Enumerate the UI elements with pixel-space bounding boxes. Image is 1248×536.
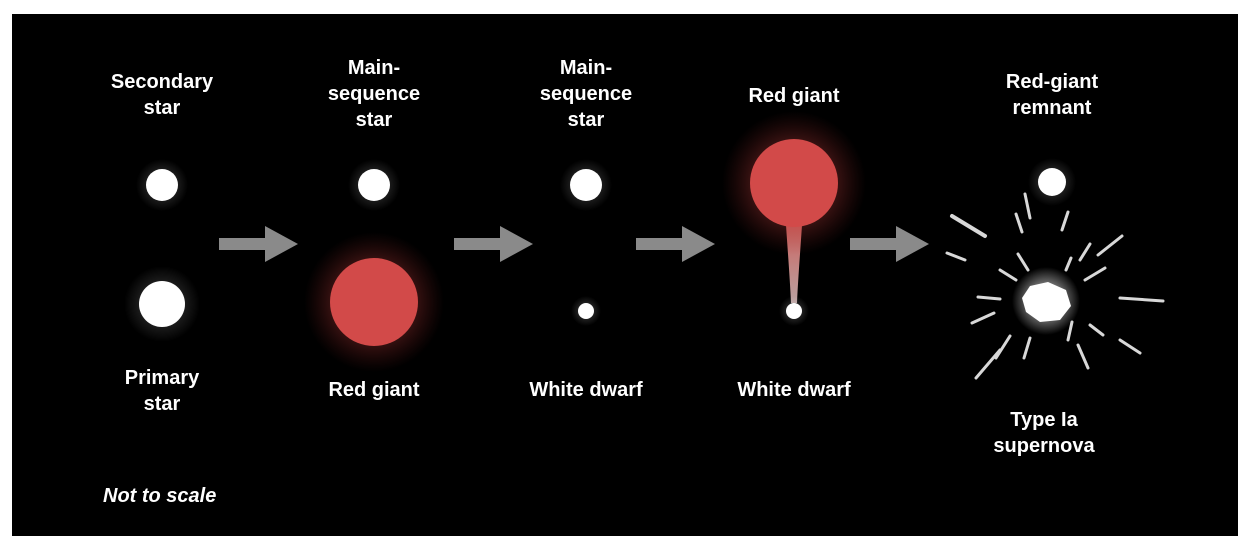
stage-5-top-label: Red-giant remnant: [1005, 71, 1099, 119]
stage-1-bottom-label: Primary star: [124, 367, 200, 415]
stage-2-red-giant: [304, 232, 444, 372]
stage-2-top-label: Main- sequence star: [327, 57, 421, 131]
stage-3-top-label: Main- sequence star: [539, 57, 633, 131]
scale-note: Not to scale: [103, 485, 217, 507]
stage-2-main-sequence-star: [348, 159, 400, 211]
stage-1-secondary-star: [136, 159, 188, 211]
stage-4-top-label: Red giant: [748, 85, 840, 107]
arrow-icon: [850, 226, 929, 262]
arrow-icon: [636, 226, 715, 262]
stage-4-bottom-label: White dwarf: [737, 379, 851, 401]
stage-4-white-dwarf: [779, 296, 809, 326]
stage-4-red-giant: [722, 111, 866, 255]
arrow-icon: [454, 226, 533, 262]
stage-5-supernova: [1012, 267, 1080, 335]
stage-3-main-sequence-star: [560, 159, 612, 211]
stage-1-top-label: Secondary star: [110, 71, 214, 119]
arrow-icon: [219, 226, 298, 262]
stage-3-bottom-label: White dwarf: [529, 379, 643, 401]
stage-3-white-dwarf: [571, 296, 601, 326]
stage-5-red-giant-remnant: [1028, 158, 1076, 206]
stage-5-bottom-label: Type Ia supernova: [993, 409, 1095, 457]
stage-2-bottom-label: Red giant: [328, 379, 420, 401]
stage-1-primary-star: [124, 266, 200, 342]
stage-5-supernova-debris: [945, 192, 1165, 380]
